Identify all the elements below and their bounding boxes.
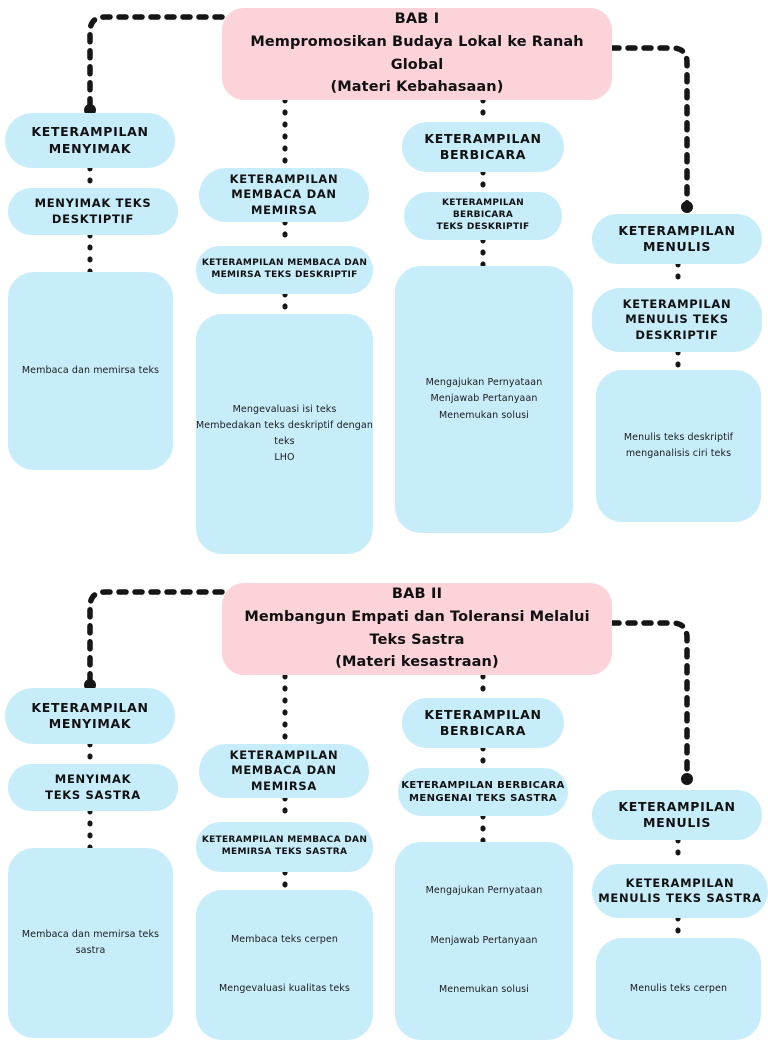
- topic-label: KETERAMPILAN BERBICARA MENGENAI TEKS SAS…: [401, 779, 565, 804]
- content-text: Mengevaluasi isi teks Membedakan teks de…: [196, 403, 373, 464]
- skill-node-bab1-menulis[interactable]: KETERAMPILAN MENULIS: [592, 214, 762, 264]
- connector-bab1-menulis: [609, 45, 690, 207]
- skill-label: KETERAMPILAN MEMBACA DAN MEMIRSA: [229, 172, 339, 217]
- skill-label: KETERAMPILAN MENYIMAK: [31, 699, 149, 732]
- topic-label: MENYIMAK TEKS SASTRA: [45, 772, 141, 802]
- topic-node-bab2-menyimak[interactable]: MENYIMAK TEKS SASTRA: [8, 764, 178, 811]
- topic-label: KETERAMPILAN MENULIS TEKS DESKRIPTIF: [622, 297, 732, 342]
- skill-label: KETERAMPILAN MENULIS: [618, 222, 736, 255]
- chapter-header-bab-2[interactable]: BAB II Membangun Empati dan Toleransi Me…: [222, 583, 612, 675]
- skill-node-bab2-menulis[interactable]: KETERAMPILAN MENULIS: [592, 790, 762, 840]
- content-node-bab2-berbicara[interactable]: Mengajukan Pernyataan Menjawab Pertanyaa…: [395, 842, 573, 1040]
- skill-label: KETERAMPILAN MENYIMAK: [31, 124, 149, 156]
- topic-label: KETERAMPILAN BERBICARA TEKS DESKRIPTIF: [436, 198, 530, 232]
- topic-label: KETERAMPILAN MEMBACA DAN MEMIRSA TEKS SA…: [201, 835, 368, 857]
- skill-label: KETERAMPILAN BERBICARA: [424, 706, 542, 739]
- skill-node-bab2-menyimak[interactable]: KETERAMPILAN MENYIMAK: [5, 688, 175, 744]
- content-text: Menulis teks cerpen: [629, 982, 728, 994]
- content-text: Membaca dan memirsa teks sastra: [21, 928, 160, 956]
- topic-node-bab2-menulis[interactable]: KETERAMPILAN MENULIS TEKS SASTRA: [592, 864, 768, 918]
- content-node-bab2-membaca[interactable]: Membaca teks cerpen Mengevaluasi kualita…: [196, 890, 373, 1040]
- topic-node-bab2-membaca[interactable]: KETERAMPILAN MEMBACA DAN MEMIRSA TEKS SA…: [196, 822, 373, 872]
- topic-node-bab1-berbicara[interactable]: KETERAMPILAN BERBICARA TEKS DESKRIPTIF: [404, 192, 562, 240]
- content-node-bab1-membaca[interactable]: Mengevaluasi isi teks Membedakan teks de…: [196, 314, 373, 554]
- connector-bab2-menulis: [609, 620, 690, 779]
- chapter-title: BAB I: [394, 11, 440, 28]
- skill-node-bab1-menyimak[interactable]: KETERAMPILAN MENYIMAK: [5, 113, 175, 168]
- content-node-bab2-menyimak[interactable]: Membaca dan memirsa teks sastra: [8, 848, 173, 1038]
- topic-node-bab1-menyimak[interactable]: MENYIMAK TEKS DESKTIPTIF: [8, 188, 178, 235]
- content-text: Menulis teks deskriptif menganalisis cir…: [623, 431, 734, 459]
- topic-label: KETERAMPILAN MEMBACA DAN MEMIRSA TEKS DE…: [201, 258, 368, 280]
- content-text: Membaca dan memirsa teks: [21, 364, 160, 376]
- skill-node-bab1-berbicara[interactable]: KETERAMPILAN BERBICARA: [402, 122, 564, 172]
- chapter-header-bab-1[interactable]: BAB I Mempromosikan Budaya Lokal ke Rana…: [222, 8, 612, 100]
- topic-node-bab1-menulis[interactable]: KETERAMPILAN MENULIS TEKS DESKRIPTIF: [592, 288, 762, 352]
- topic-label: MENYIMAK TEKS DESKTIPTIF: [34, 196, 152, 226]
- skill-node-bab2-berbicara[interactable]: KETERAMPILAN BERBICARA: [402, 698, 564, 748]
- skill-label: KETERAMPILAN BERBICARA: [424, 130, 542, 163]
- content-node-bab1-berbicara[interactable]: Mengajukan Pernyataan Menjawab Pertanyaa…: [395, 266, 573, 533]
- skill-label: KETERAMPILAN MEMBACA DAN MEMIRSA: [229, 748, 339, 793]
- content-text: Mengajukan Pernyataan Menjawab Pertanyaa…: [425, 377, 543, 421]
- chapter-subtitle: Mempromosikan Budaya Lokal ke Ranah Glob…: [250, 34, 584, 96]
- content-node-bab1-menulis[interactable]: Menulis teks deskriptif menganalisis cir…: [596, 370, 761, 522]
- connector-bab1-menyimak: [87, 14, 225, 111]
- topic-label: KETERAMPILAN MENULIS TEKS SASTRA: [598, 875, 762, 905]
- connector-bab2-menyimak: [87, 589, 225, 686]
- chapter-title: BAB II: [391, 586, 443, 603]
- content-node-bab2-menulis[interactable]: Menulis teks cerpen: [596, 938, 761, 1040]
- topic-node-bab1-membaca[interactable]: KETERAMPILAN MEMBACA DAN MEMIRSA TEKS DE…: [196, 246, 373, 294]
- connector-dot-bab2-menulis: [681, 773, 693, 785]
- connector-dot-bab1-menulis: [681, 201, 693, 213]
- skill-node-bab1-membaca[interactable]: KETERAMPILAN MEMBACA DAN MEMIRSA: [199, 168, 369, 222]
- topic-node-bab2-berbicara[interactable]: KETERAMPILAN BERBICARA MENGENAI TEKS SAS…: [398, 768, 568, 816]
- chapter-subtitle: Membangun Empati dan Toleransi Melalui T…: [244, 609, 590, 671]
- skill-label: KETERAMPILAN MENULIS: [618, 798, 736, 831]
- content-text: Membaca teks cerpen Mengevaluasi kualita…: [219, 933, 350, 995]
- skill-node-bab2-membaca[interactable]: KETERAMPILAN MEMBACA DAN MEMIRSA: [199, 744, 369, 798]
- content-text: Mengajukan Pernyataan Menjawab Pertanyaa…: [425, 885, 543, 996]
- content-node-bab1-menyimak[interactable]: Membaca dan memirsa teks: [8, 272, 173, 470]
